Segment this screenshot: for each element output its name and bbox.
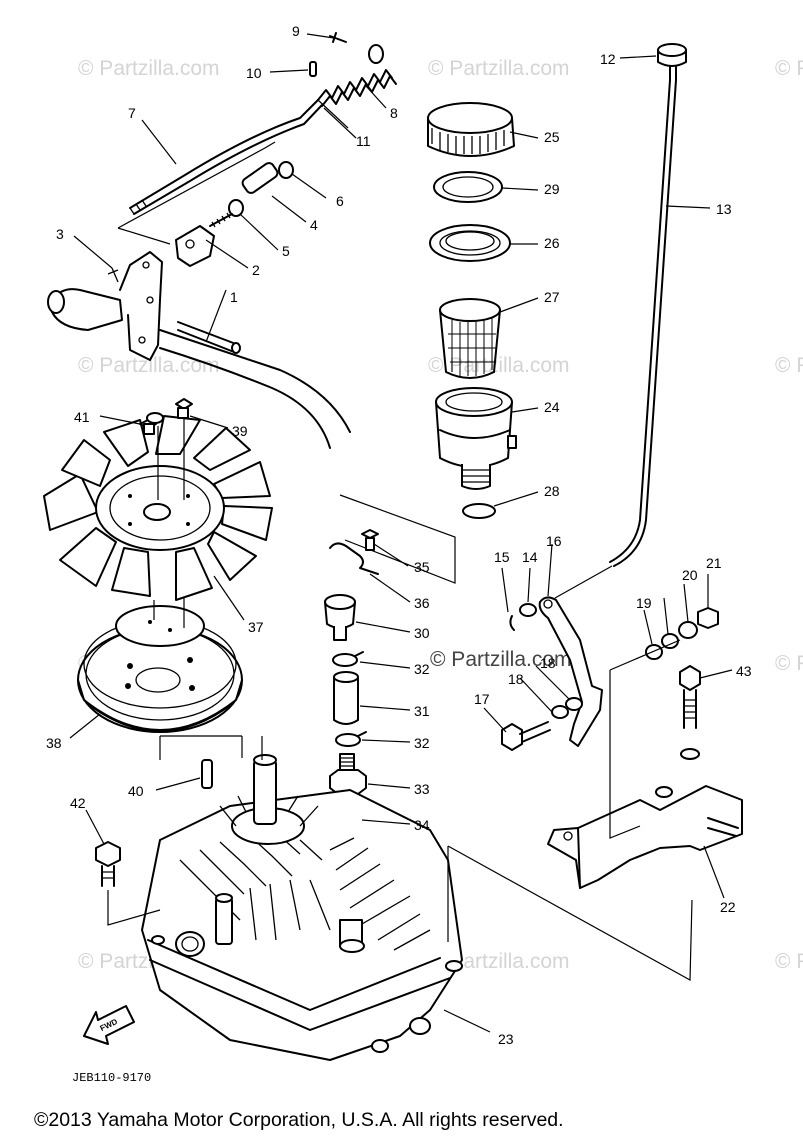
lever-16 [538,565,613,747]
callout-1: 1 [230,289,238,305]
callout-18b: 18 [540,655,556,671]
watermark: © Partzilla.com [428,57,570,80]
callout-5: 5 [282,243,290,259]
diagram-code: JEB110-9170 [72,1071,151,1085]
callout-14: 14 [522,549,538,565]
callout-21: 21 [706,555,722,571]
strainer-27 [439,298,501,379]
clamp-32b [335,731,367,747]
bracket-22 [547,639,743,889]
rod-13 [609,43,687,567]
callout-30: 30 [414,625,430,641]
callout-41: 41 [74,409,90,425]
callout-numbers: 1 2 3 4 5 6 7 8 9 10 11 12 13 14 15 16 1… [46,23,752,1047]
callout-26: 26 [544,235,560,251]
fwd-arrow-icon: FWD [83,1005,135,1045]
callout-27: 27 [544,289,560,305]
leader-lines [69,33,733,1033]
group-bracket-line [339,494,456,584]
gasket-29 [433,171,503,203]
callout-36: 36 [414,595,430,611]
callout-18a: 18 [508,671,524,687]
pulley-shaft-leader [159,735,263,760]
oring-28 [462,503,496,519]
pulley [77,598,243,733]
callout-31: 31 [414,703,430,719]
case-bracket-leader [447,845,693,982]
callout-12: 12 [600,51,616,67]
clamp-32a [332,651,364,667]
callout-42: 42 [70,795,86,811]
bolt-42 [95,841,121,887]
watermark: © Partzilla.com [78,354,220,377]
hose-31 [333,671,359,725]
callout-32a: 32 [414,661,430,677]
callout-35: 35 [414,559,430,575]
callout-34: 34 [414,817,430,833]
watermark: © Partzilla.com [428,950,570,973]
callout-29: 29 [544,181,560,197]
watermark: © Partzilla.com [430,648,572,671]
dowel-40 [201,759,213,789]
callout-25: 25 [544,129,560,145]
callout-23: 23 [498,1031,514,1047]
callout-10: 10 [246,65,262,81]
union-30 [324,594,356,641]
spring-part [317,44,397,107]
watermark: © Partzilla.com [428,354,570,377]
control-rod-assembly [47,32,397,449]
seal-26 [429,224,511,262]
filter-housing-24 [435,387,517,490]
callout-9: 9 [292,23,300,39]
cooling-fan [43,415,273,601]
bushing-part [228,161,294,217]
callout-7: 7 [128,105,136,121]
callout-38: 38 [46,735,62,751]
callout-6: 6 [336,193,344,209]
washers-14-21 [509,603,719,719]
bolt-42-leader [107,890,161,926]
callout-28: 28 [544,483,560,499]
callout-3: 3 [56,226,64,242]
lever-bracket [47,251,351,449]
watermark: © Partzilla.com [775,57,803,80]
callout-37: 37 [248,619,264,635]
callout-2: 2 [252,262,260,278]
fan-bolts [139,398,193,435]
callout-15: 15 [494,549,510,565]
transmission-case [141,754,463,1061]
callout-43: 43 [736,663,752,679]
callout-13: 13 [716,201,732,217]
callout-22: 22 [720,899,736,915]
bolt-43 [679,665,701,729]
callout-11: 11 [356,133,371,149]
callout-32b: 32 [414,735,430,751]
watermark: © Partzilla.com [775,652,803,675]
watermark: © Partzilla.com [78,57,220,80]
bolt-17 [501,721,551,751]
callout-39: 39 [232,423,248,439]
clevis-part [175,212,233,267]
bolt-35 [361,529,379,551]
filter-cap [427,102,515,157]
callout-16: 16 [546,533,562,549]
callout-33: 33 [414,781,430,797]
callout-4: 4 [310,217,318,233]
watermark: © Partzilla.com [775,354,803,377]
callout-8: 8 [390,105,398,121]
callout-17: 17 [474,691,490,707]
copyright-notice: ©2013 Yamaha Motor Corporation, U.S.A. A… [34,1109,564,1131]
callout-24: 24 [544,399,560,415]
callout-20: 20 [682,567,698,583]
callout-40: 40 [128,783,144,799]
callout-19: 19 [636,595,652,611]
clip-36 [329,542,379,575]
watermark: © Partzilla.com [775,950,803,973]
